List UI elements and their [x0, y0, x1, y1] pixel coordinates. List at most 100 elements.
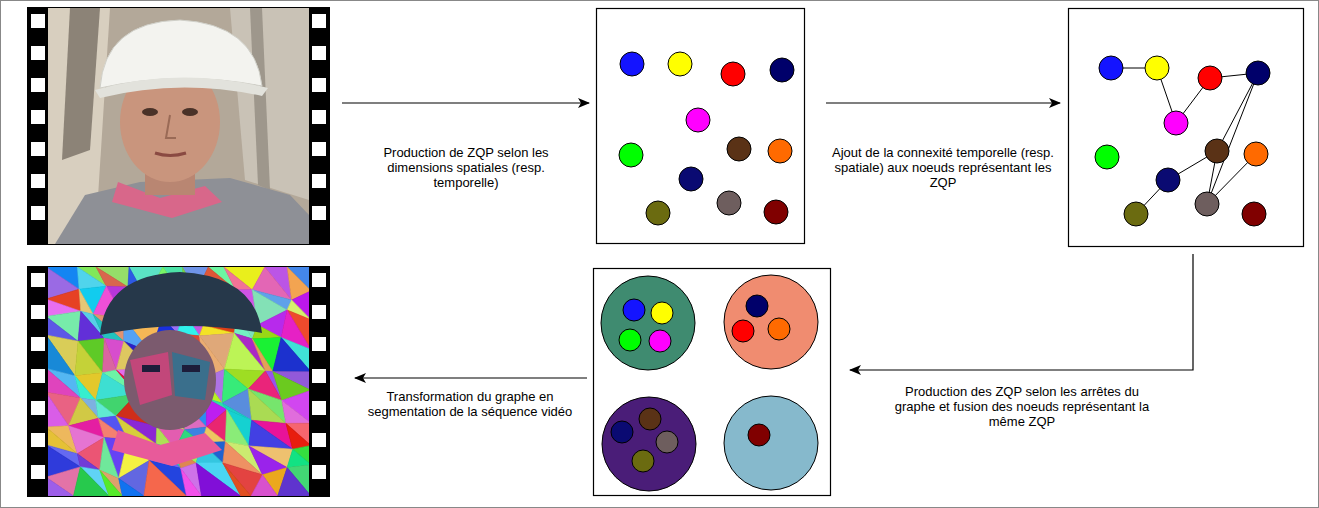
region-dot: [721, 62, 745, 86]
film-hole: [31, 401, 45, 415]
merged-node-dot: [632, 450, 654, 472]
merged-node-dot: [732, 320, 754, 342]
film-strip: [27, 266, 330, 497]
merged-region-group: [601, 275, 818, 491]
graph-node-dot: [1195, 192, 1219, 216]
segment-region: [96, 267, 129, 287]
film-hole: [31, 433, 45, 447]
segment-region: [48, 335, 78, 376]
film-hole: [31, 465, 45, 479]
segment-region: [223, 463, 251, 496]
film-hole: [312, 465, 326, 479]
merged-node-dot: [656, 431, 678, 453]
segment-region: [248, 389, 286, 423]
building-stripe: [250, 8, 270, 190]
film-hole: [312, 433, 326, 447]
nose: [166, 115, 176, 138]
segment-region: [48, 392, 69, 427]
segment-face-patch: [130, 352, 172, 405]
region-dot: [686, 108, 710, 132]
mouth: [155, 153, 186, 156]
film-hole: [312, 78, 326, 92]
segment-region: [144, 461, 187, 496]
film-hole: [312, 273, 326, 287]
graph-node-dot: [1124, 202, 1148, 226]
merged-node-dot: [768, 318, 790, 340]
graph-node-dot: [1244, 142, 1268, 166]
film-base: [27, 266, 330, 497]
film-hole: [312, 206, 326, 220]
eye: [142, 108, 158, 116]
segment-helmet: [100, 272, 262, 335]
building-right: [230, 8, 309, 200]
region-dot: [668, 52, 692, 76]
film-hole: [312, 110, 326, 124]
merged-node-dot: [623, 299, 645, 321]
process-arrow: [342, 102, 589, 103]
film-hole: [312, 401, 326, 415]
segment-face: [124, 330, 216, 430]
film-hole: [312, 337, 326, 351]
segment-region: [96, 400, 116, 418]
region-dot: [727, 137, 751, 161]
graph-node-dot: [1246, 61, 1270, 85]
segment-region: [96, 267, 128, 287]
region-dot-group: [619, 52, 794, 225]
panel-box: [594, 269, 831, 496]
merged-region: [601, 276, 695, 370]
region-dot: [768, 139, 792, 163]
graph-node-dot: [1095, 145, 1119, 169]
segment-collar: [112, 430, 222, 466]
film-hole: [31, 142, 45, 156]
segment-region: [282, 390, 309, 423]
eye: [182, 108, 198, 116]
segment-region: [103, 338, 117, 373]
segment-face-patch: [172, 352, 210, 400]
film-hole: [312, 14, 326, 28]
segment-region: [100, 470, 123, 496]
film-base: [27, 7, 330, 245]
region-dot: [619, 143, 643, 167]
merged-node-dot: [748, 424, 770, 446]
panel-box: [597, 9, 805, 244]
segment-region: [77, 438, 104, 471]
graph-edge: [1217, 73, 1258, 151]
step-label: Production des ZQP selon les arrêtes du …: [891, 384, 1153, 429]
graph-edge: [1207, 73, 1258, 204]
film-hole: [31, 46, 45, 60]
graph-node-dot: [1099, 56, 1123, 80]
film-hole: [31, 305, 45, 319]
video-frame-photo: [48, 8, 309, 244]
segment-region: [225, 410, 248, 446]
segment-region: [75, 341, 103, 376]
segment-region: [287, 449, 309, 467]
film-hole: [31, 174, 45, 188]
film-hole: [31, 369, 45, 383]
segment-region: [248, 389, 286, 423]
panel-box: [1069, 9, 1304, 247]
merged-node-dot: [611, 421, 633, 443]
film-hole: [312, 369, 326, 383]
merged-region: [724, 396, 818, 490]
merged-region: [724, 275, 818, 369]
helmet-brim: [95, 77, 268, 98]
graph-node-dot: [1242, 202, 1266, 226]
film-hole: [312, 46, 326, 60]
region-dot: [770, 58, 794, 82]
segment-eye: [142, 365, 160, 372]
segment-eye: [182, 365, 200, 372]
photo-background: [48, 8, 309, 244]
step-label: Ajout de la connexité temporelle (resp. …: [831, 145, 1056, 190]
graph-node-dot: [1145, 56, 1169, 80]
process-arrow: [850, 254, 1193, 370]
graph-node-dot: [1198, 66, 1222, 90]
film-hole: [312, 174, 326, 188]
segment-region: [286, 423, 309, 449]
film-hole: [312, 305, 326, 319]
segmented-frame: [48, 267, 309, 496]
graph-node-dot-group: [1095, 56, 1270, 226]
segment-region: [48, 477, 73, 496]
region-dot: [717, 191, 741, 215]
segment-region: [100, 470, 123, 496]
